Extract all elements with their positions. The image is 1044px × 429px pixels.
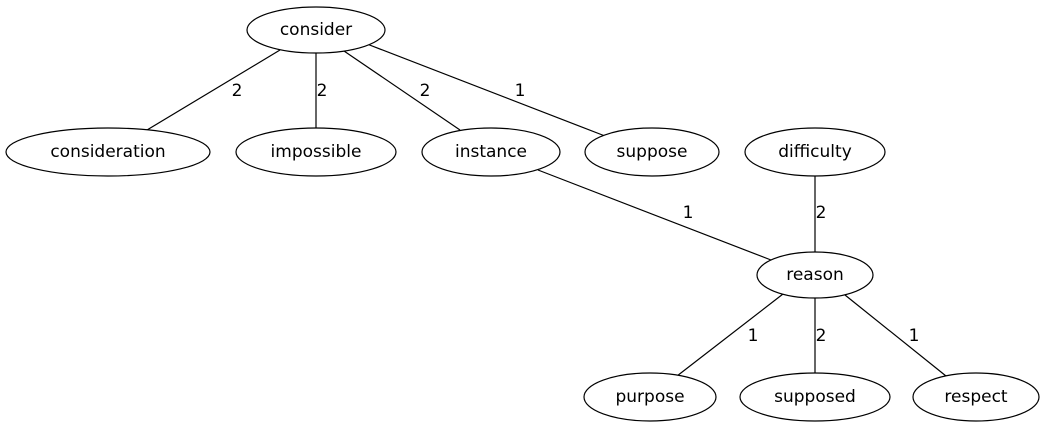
node-label: consideration [50, 142, 165, 162]
edge-line [366, 43, 606, 137]
node-consider[interactable]: consider [246, 6, 386, 54]
edge-line [537, 169, 772, 261]
edge-reason-respect: 1 [844, 294, 947, 377]
edge-line [676, 293, 784, 377]
edge-weight-label: 1 [909, 326, 920, 346]
node-ellipse [756, 251, 874, 299]
node-impossible[interactable]: impossible [235, 127, 397, 177]
node-ellipse [912, 372, 1040, 422]
edge-difficulty-reason: 2 [814, 176, 827, 252]
node-ellipse [235, 127, 397, 177]
node-label: supposed [774, 387, 856, 407]
edge-reason-purpose: 1 [676, 293, 784, 377]
node-respect[interactable]: respect [912, 372, 1040, 422]
edge-weight-label: 2 [420, 81, 431, 101]
edge-weight-label: 2 [816, 326, 827, 346]
edge-line [146, 49, 281, 131]
node-ellipse [744, 127, 886, 177]
node-purpose[interactable]: purpose [583, 372, 717, 422]
edge-weight-label: 2 [232, 81, 243, 101]
node-ellipse [421, 127, 561, 177]
node-label: difficulty [778, 142, 852, 162]
edge-weight-label: 1 [683, 203, 694, 223]
node-instance[interactable]: instance [421, 127, 561, 177]
node-ellipse [739, 372, 891, 422]
node-consideration[interactable]: consideration [5, 127, 211, 177]
node-label: consider [280, 20, 352, 40]
edge-instance-reason: 1 [537, 169, 772, 261]
edge-reason-supposed: 2 [814, 298, 827, 373]
edge-consider-suppose: 1 [366, 43, 606, 137]
node-label: purpose [615, 387, 684, 407]
edge-weight-label: 1 [748, 326, 759, 346]
node-ellipse [584, 127, 720, 177]
edge-line [844, 294, 947, 377]
edges-layer: 2 2 2 1 1 2 1 2 1 [146, 43, 947, 377]
node-difficulty[interactable]: difficulty [744, 127, 886, 177]
node-reason[interactable]: reason [756, 251, 874, 299]
node-label: instance [455, 142, 527, 162]
nodes-layer: consider consideration impossible instance s… [5, 6, 1040, 422]
edge-weight-label: 2 [816, 203, 827, 223]
node-suppose[interactable]: suppose [584, 127, 720, 177]
node-label: impossible [271, 142, 362, 162]
node-ellipse [583, 372, 717, 422]
edge-line [343, 50, 461, 131]
node-supposed[interactable]: supposed [739, 372, 891, 422]
node-label: suppose [617, 142, 688, 162]
node-ellipse [5, 127, 211, 177]
edge-consider-instance: 2 [343, 50, 461, 131]
edge-consider-impossible: 2 [315, 53, 328, 128]
node-label: respect [944, 387, 1008, 407]
edge-consider-consideration: 2 [146, 49, 281, 131]
edge-weight-label: 1 [515, 81, 526, 101]
node-ellipse [246, 6, 386, 54]
node-label: reason [786, 265, 844, 285]
edge-weight-label: 2 [317, 81, 328, 101]
